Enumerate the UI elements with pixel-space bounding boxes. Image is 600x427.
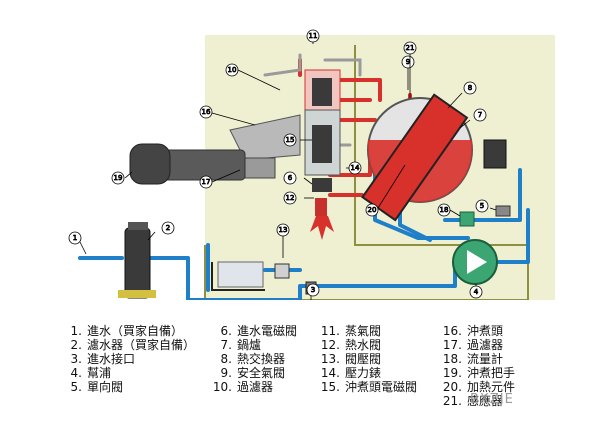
legend-item-16: 16.沖煮頭 xyxy=(442,324,504,338)
legend-item-6: 6.進水電磁閥 xyxy=(220,324,298,338)
legend-item-21: 21.感應器 xyxy=(442,394,504,408)
callout-9: 9 xyxy=(401,55,415,90)
flow-meter xyxy=(459,211,475,227)
heat-exchanger xyxy=(361,93,469,222)
callout-19: 19 xyxy=(111,171,133,185)
solenoid-right xyxy=(483,139,507,169)
legend-item-5: 5.單向閥 xyxy=(70,380,124,394)
callout-4: 4 xyxy=(469,284,483,299)
legend-item-19: 19.沖煮把手 xyxy=(442,366,516,380)
callout-7: 7 xyxy=(459,108,487,129)
svg-text:21: 21 xyxy=(406,44,415,52)
callout-1: 1 xyxy=(68,231,87,255)
callout-12: 12 xyxy=(283,191,314,205)
svg-text:8: 8 xyxy=(468,84,472,92)
watermark-text: BXZJE xyxy=(470,392,514,407)
svg-text:17: 17 xyxy=(202,178,211,186)
brew-group xyxy=(129,114,301,185)
callout-5: 5 xyxy=(475,199,497,213)
callout-8: 8 xyxy=(447,81,477,109)
svg-text:10: 10 xyxy=(228,66,237,74)
svg-text:7: 7 xyxy=(478,111,482,119)
legend-item-7: 7.鍋爐 xyxy=(220,338,262,352)
pump xyxy=(452,239,498,285)
callout-17: 17 xyxy=(199,169,241,189)
legend-item-20: 20.加熱元件 xyxy=(442,380,516,394)
legend-item-17: 17.過濾器 xyxy=(442,338,504,352)
svg-text:20: 20 xyxy=(368,206,377,214)
legend: 1.進水（買家自備） 2.濾水器（買家自備） 3.進水接口 4.幫浦 5.單向閥… xyxy=(0,300,600,427)
callout-20: 20 xyxy=(365,164,406,217)
svg-text:19: 19 xyxy=(114,174,123,182)
legend-item-10: 10.過濾器 xyxy=(212,380,274,394)
espresso-machine-diagram: 1 2 3 4 5 6 7 8 9 10 11 12 13 14 15 16 1… xyxy=(68,29,555,300)
svg-text:6: 6 xyxy=(288,174,293,182)
svg-text:16: 16 xyxy=(202,108,211,116)
callout-16: 16 xyxy=(199,105,256,126)
legend-item-3: 3.進水接口 xyxy=(70,352,136,366)
svg-text:9: 9 xyxy=(406,58,410,66)
drip-tray xyxy=(217,261,264,288)
callout-14: 14 xyxy=(346,161,362,175)
svg-text:13: 13 xyxy=(279,226,288,234)
svg-text:11: 11 xyxy=(309,32,318,40)
legend-item-18: 18.流量計 xyxy=(442,352,504,366)
callout-list: 1 2 3 4 5 6 7 8 9 10 11 12 13 14 15 16 1… xyxy=(68,29,497,300)
legend-item-2: 2.濾水器（買家自備） xyxy=(70,338,196,352)
callout-21: 21 xyxy=(403,41,417,98)
legend-item-12: 12.熱水閥 xyxy=(320,338,382,352)
legend-item-8: 8.熱交換器 xyxy=(220,352,286,366)
callout-10: 10 xyxy=(225,63,281,91)
svg-text:5: 5 xyxy=(480,202,484,210)
check-valve xyxy=(495,205,511,217)
svg-text:2: 2 xyxy=(166,224,170,232)
water-filter xyxy=(118,222,156,299)
svg-text:14: 14 xyxy=(351,164,360,172)
drip-tray-rim xyxy=(211,262,265,291)
frame-line-right xyxy=(354,45,529,300)
svg-text:3: 3 xyxy=(311,286,315,294)
pressure-valve xyxy=(274,263,290,279)
svg-text:4: 4 xyxy=(474,288,479,296)
legend-item-4: 4.幫浦 xyxy=(70,366,112,380)
callout-13: 13 xyxy=(276,223,290,258)
callout-18: 18 xyxy=(437,203,461,217)
callout-3: 3 xyxy=(306,283,320,300)
legend-item-1: 1.進水（買家自備） xyxy=(70,324,184,338)
legend-item-9: 9.安全氣閥 xyxy=(220,366,286,380)
legend-item-15: 15.沖煮頭電磁閥 xyxy=(320,380,418,394)
svg-text:15: 15 xyxy=(286,136,295,144)
callout-2: 2 xyxy=(147,221,175,241)
svg-text:1: 1 xyxy=(73,234,77,242)
valve-block xyxy=(304,69,341,240)
svg-text:12: 12 xyxy=(286,194,295,202)
legend-item-13: 13.閥壓閥 xyxy=(320,352,382,366)
legend-item-11: 11.蒸氣閥 xyxy=(320,324,382,338)
legend-item-14: 14.壓力錶 xyxy=(320,366,382,380)
svg-text:18: 18 xyxy=(440,206,449,214)
callout-11: 11 xyxy=(306,29,320,44)
callout-15: 15 xyxy=(283,133,312,147)
callout-6: 6 xyxy=(283,171,313,185)
